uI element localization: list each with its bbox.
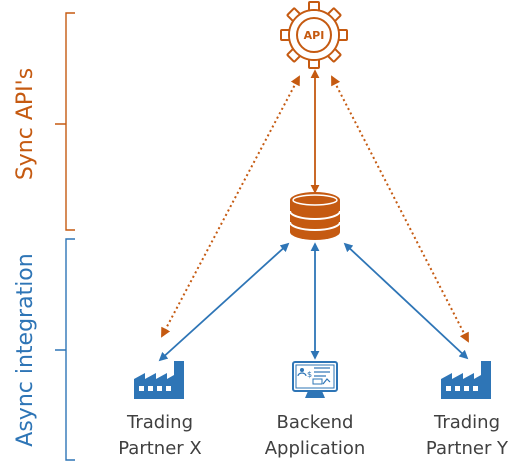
async-bracket: [55, 238, 75, 461]
sync-bracket: [55, 12, 75, 231]
backend-monitor-dollar-icon: $: [307, 370, 312, 379]
sync-bracket-label: Sync API's: [13, 68, 38, 180]
connection-api-partner-x: [161, 75, 300, 338]
partner-y-label-line1: Trading: [433, 412, 500, 433]
partner-y-label-line2: Partner Y: [426, 438, 509, 459]
factory-icon-partner-y: [441, 361, 491, 399]
connection-database-partner-y: [343, 242, 469, 360]
connection-database-partner-x: [158, 242, 290, 362]
connection-api-partner-y: [331, 75, 469, 343]
backend-label-line2: Application: [265, 438, 366, 459]
api-gear-text: API: [304, 29, 325, 42]
database-icon: [289, 192, 341, 240]
backend-monitor-icon: $: [292, 361, 338, 398]
partner-x-label-line1: Trading: [126, 412, 193, 433]
backend-label-line1: Backend: [277, 412, 354, 433]
api-gear-icon: API: [280, 1, 348, 69]
partner-x-label-line2: Partner X: [118, 438, 201, 459]
factory-icon-partner-x: [134, 361, 184, 399]
async-bracket-label: Async integration: [13, 253, 38, 446]
